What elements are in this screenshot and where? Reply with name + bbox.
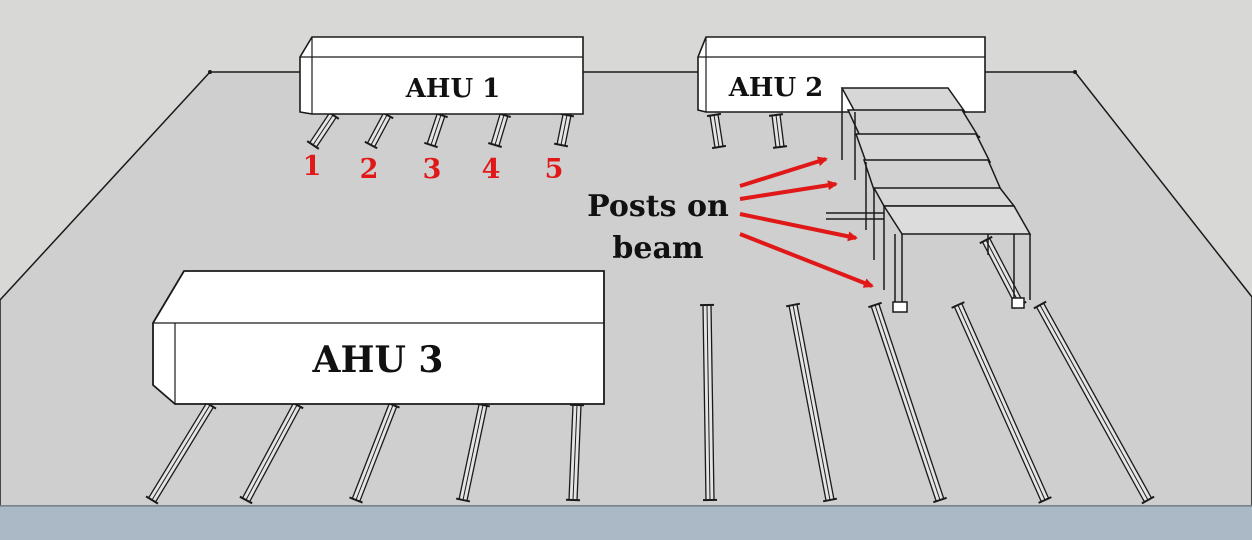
rail-number-5: 5: [545, 154, 564, 185]
rail-beam: [951, 301, 1052, 504]
rail-numbers: 1 2 3 4 5: [303, 151, 564, 185]
ahu-1[interactable]: AHU 1: [299, 36, 584, 115]
rail-beam: [424, 111, 448, 149]
callout-arrows: [739, 156, 874, 288]
rail-beam: [768, 113, 788, 149]
rail-number-1: 1: [303, 151, 322, 182]
ground-strip: [0, 506, 1252, 540]
rail-number-3: 3: [423, 154, 442, 185]
rail-beam: [364, 110, 394, 150]
rail-beam: [239, 400, 304, 505]
rail-beam: [565, 403, 585, 502]
arrow-1: [739, 156, 828, 188]
rail-beam: [699, 303, 718, 502]
rail-beam: [785, 302, 838, 503]
rail-beam: [1033, 300, 1155, 505]
rail-beam: [349, 401, 400, 504]
arrow-3: [739, 212, 858, 242]
callout-line-2: beam: [612, 231, 704, 266]
arrow-4: [739, 232, 874, 288]
rails-group: [145, 107, 1155, 505]
rail-beam: [145, 400, 217, 505]
rail-beam: [706, 112, 727, 150]
ahu-1-label: AHU 1: [405, 74, 501, 104]
ahu-3[interactable]: AHU 3: [152, 270, 605, 405]
post-frame-structure: [826, 87, 1032, 313]
ahu-2-label: AHU 2: [728, 73, 824, 103]
rail-number-2: 2: [360, 154, 379, 185]
rail-number-4: 4: [482, 154, 501, 185]
arrow-2: [739, 180, 838, 201]
rail-beam: [553, 112, 575, 148]
ahu-3-label: AHU 3: [312, 339, 444, 381]
rail-beam: [868, 301, 947, 504]
callout-line-1: Posts on: [587, 189, 729, 224]
